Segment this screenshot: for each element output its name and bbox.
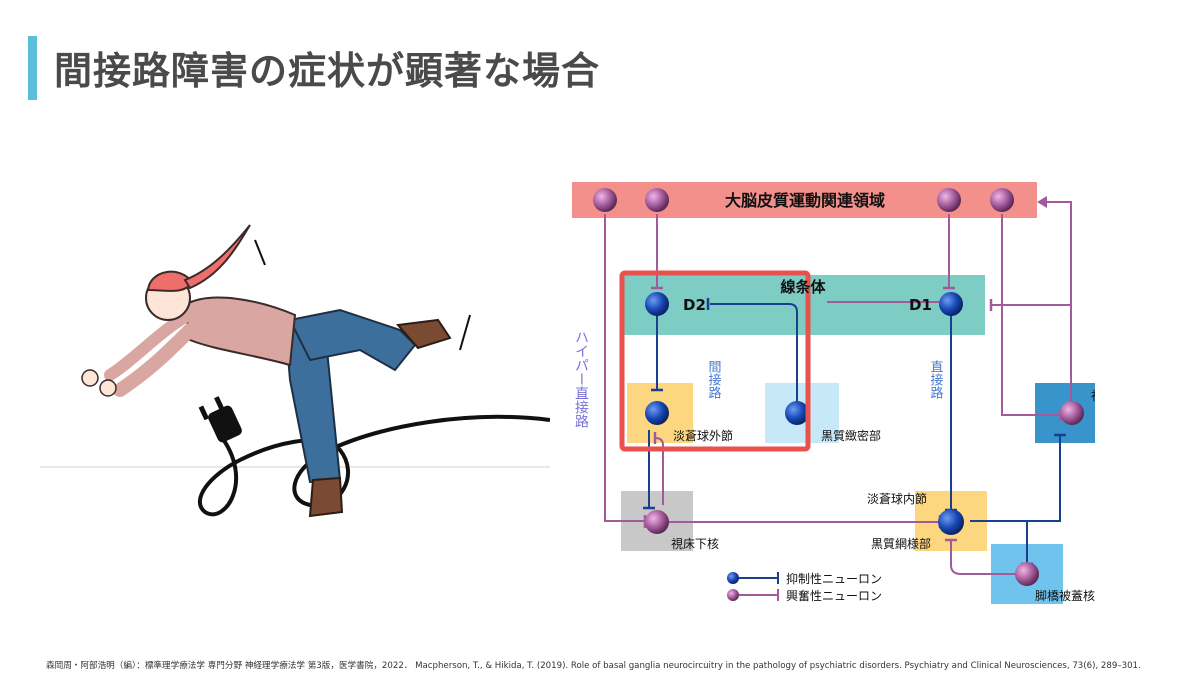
- gpi-neuron: [938, 509, 964, 535]
- ppn-neuron: [1015, 562, 1039, 586]
- thalamus-neuron: [1060, 401, 1084, 425]
- d2-label: D2: [683, 296, 706, 314]
- thalamus-label: 視床: [1091, 388, 1095, 403]
- title-accent-bar: [28, 36, 37, 100]
- snr-label: 黒質網様部: [871, 536, 931, 551]
- torso: [183, 296, 297, 367]
- motion-line-1: [459, 314, 471, 351]
- leg-front: [288, 308, 417, 372]
- legend-excitatory-icon: [727, 589, 739, 601]
- cortex-neuron-1: [593, 188, 617, 212]
- snc-label: 黒質緻密部: [821, 428, 881, 443]
- plug-icon: [198, 396, 242, 443]
- hand-right: [81, 369, 99, 387]
- arm-upper: [104, 304, 206, 381]
- power-cord: [198, 414, 550, 517]
- basal-ganglia-circuit-diagram: 大脳皮質運動関連領域 線条体 D2 D1 淡蒼球外節 黒質緻密部 淡蒼球内節 黒…: [572, 182, 1095, 604]
- cortex-neuron-3: [937, 188, 961, 212]
- slide-title: 間接路障害の症状が顕著な場合: [54, 49, 601, 93]
- striatum-band: [623, 275, 985, 335]
- direct-label: 直接路: [928, 360, 944, 399]
- reference-footnote: 森岡周・阿部浩明（編）：標準理学療法学 専門分野 神経理学療法学 第3版，医学書…: [46, 661, 1141, 671]
- excitatory-pathways: [604, 201, 1072, 575]
- shoe-front: [396, 318, 452, 350]
- shoe-back: [308, 476, 344, 518]
- cortex-label: 大脳皮質運動関連領域: [725, 191, 885, 210]
- indirect-pathway-highlight: [619, 270, 811, 452]
- gpe-neuron: [645, 401, 669, 425]
- d2-neuron: [645, 292, 669, 316]
- stn-neuron: [645, 510, 669, 534]
- motion-line-2: [254, 239, 266, 266]
- indirect-label: 間接路: [706, 360, 722, 399]
- legend-inhibitory-label: 抑制性ニューロン: [786, 571, 882, 586]
- cortex-neuron-4: [990, 188, 1014, 212]
- gpe-label: 淡蒼球外節: [673, 428, 733, 443]
- legend-inhibitory-icon: [727, 572, 739, 584]
- arrow-to-cortex-icon: [1037, 196, 1047, 208]
- arm-lower: [113, 323, 197, 397]
- striatum-label: 線条体: [780, 278, 826, 296]
- stn-label: 視床下核: [671, 536, 719, 551]
- inhibitory-pathways: [648, 303, 1061, 564]
- ponytail: [183, 224, 251, 290]
- legend: 抑制性ニューロン 興奮性ニューロン: [727, 571, 882, 603]
- snc-neuron: [785, 401, 809, 425]
- hyperdirect-label: ハイパー直接路: [573, 330, 589, 428]
- cortex-neuron-2: [645, 188, 669, 212]
- d1-neuron: [939, 292, 963, 316]
- ppn-label: 脚橋被蓋核: [1035, 588, 1095, 603]
- d1-label: D1: [909, 296, 932, 314]
- tripping-person-illustration: [40, 224, 550, 518]
- hand-left: [99, 379, 117, 397]
- gpi-label: 淡蒼球内節: [867, 491, 927, 506]
- legend-excitatory-label: 興奮性ニューロン: [786, 588, 882, 603]
